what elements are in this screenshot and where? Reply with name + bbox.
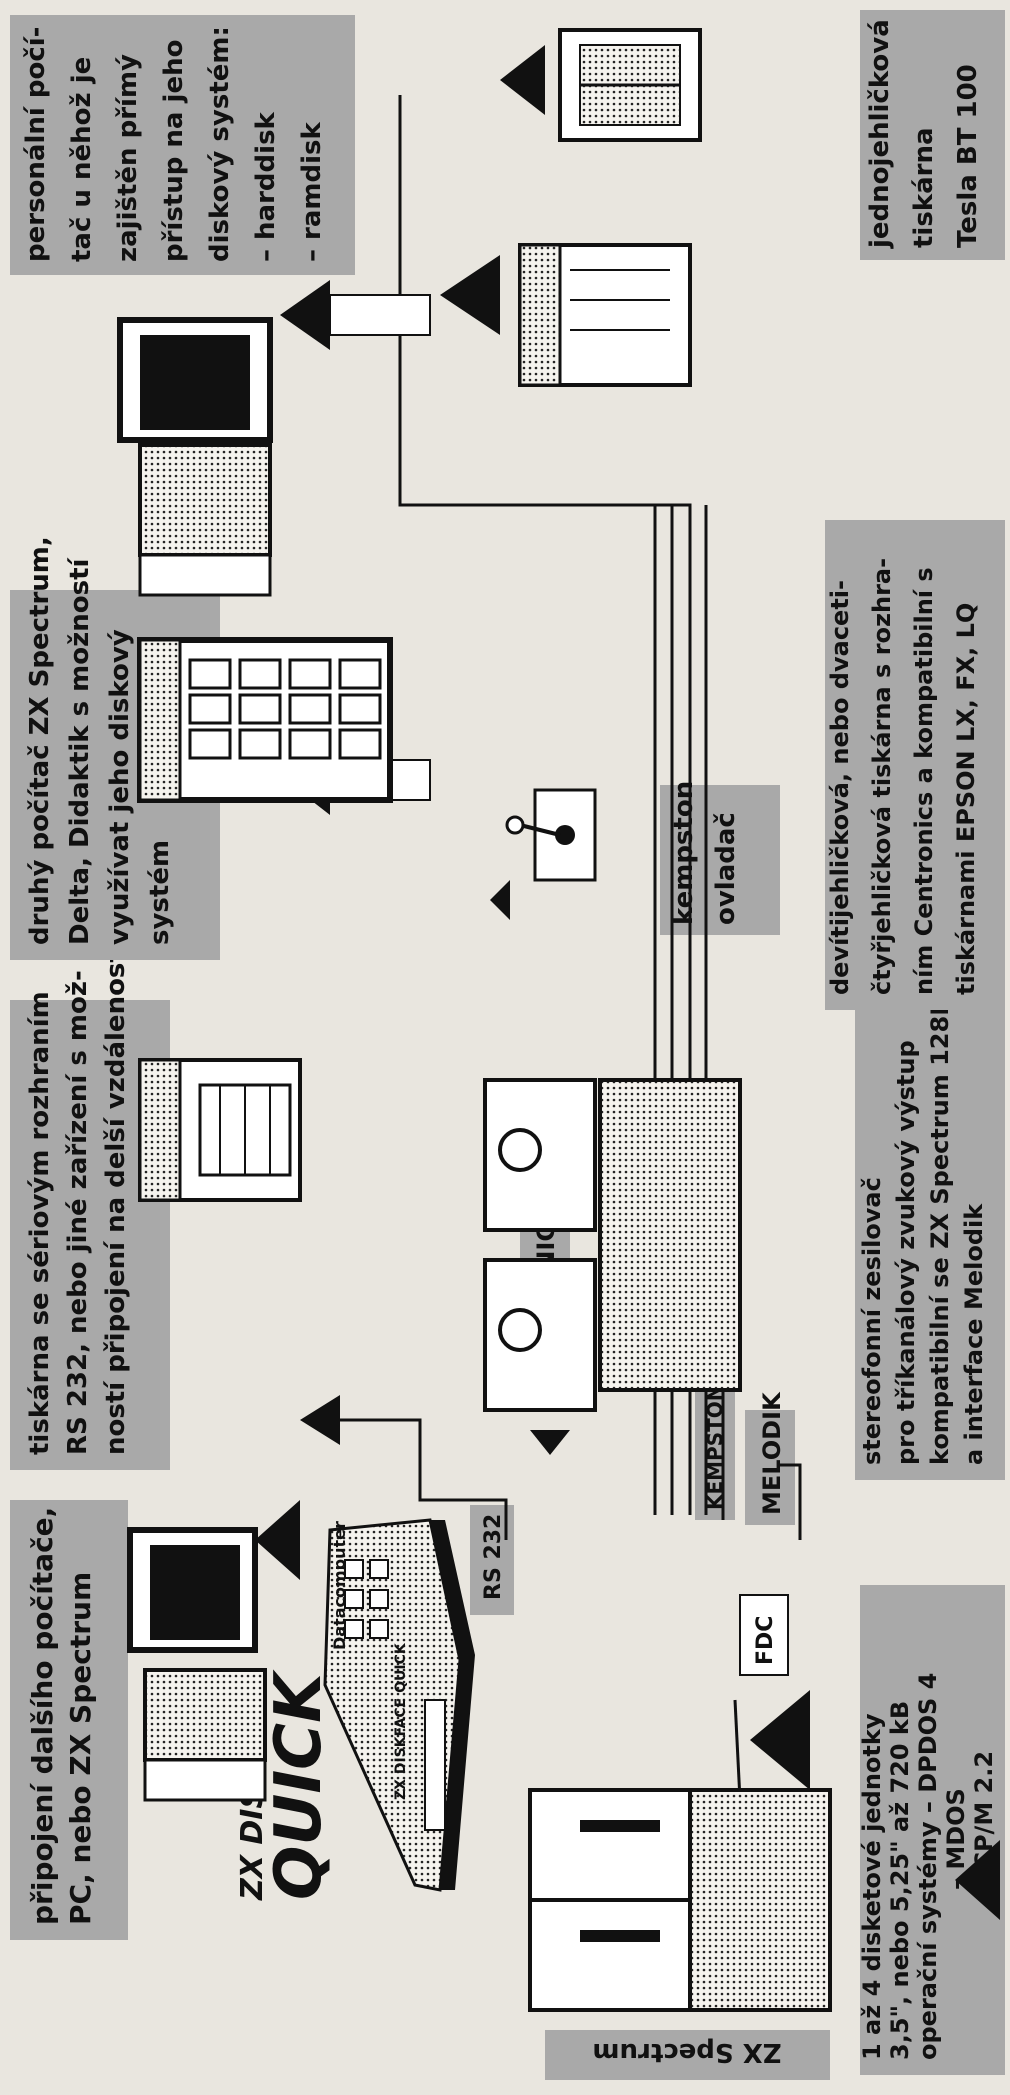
floppy-drives-illustration — [530, 1790, 830, 2010]
personal-pc-line-5: diskový systém: — [205, 26, 235, 262]
kempston-box: kempston ovladač — [660, 772, 780, 935]
pc-illustration — [120, 320, 270, 595]
tesla-printer-illustration — [560, 30, 700, 140]
floppy-line-1: 1 až 4 disketové jednotky — [858, 1713, 886, 2060]
serial-printer-box: tiskárna se sériovým rozhraním RS 232, n… — [10, 941, 170, 1470]
zx-computer-illustration — [140, 640, 390, 800]
floppy-line-3: operační systémy – DPDOS 4 — [914, 1673, 942, 2060]
tesla-line-2: tiskárna — [909, 127, 939, 248]
device-name: ZX DISKFACE QUICK — [393, 1642, 409, 1800]
stereo-box: stereofonní zesilovač pro tříkanálový zv… — [855, 989, 1005, 1480]
personal-pc-line-4: přístup na jeho — [159, 40, 189, 262]
personal-pc-line-3: zajištěn přímý — [113, 54, 143, 262]
dot-printer-box: devítijehličková, nebo dvaceti- čtyřjehl… — [825, 520, 1005, 1010]
zx-spectrum-box: ZX Spectrum — [545, 2030, 830, 2080]
logo-big: QUICK — [262, 1669, 336, 1900]
tesla-line-1: jednojehličková — [865, 19, 895, 249]
fdc-label: FDC — [753, 1616, 778, 1665]
serial-printer-line-2: RS 232, nebo jiné zařízení s mož- — [63, 970, 93, 1455]
floppy-line-2: 3,5", nebo 5,25" až 720 kB — [886, 1701, 914, 2060]
svg-text:tiskárna se sériovým rozhraním: tiskárna se sériovým rozhraním RS 232, n… — [25, 941, 131, 1455]
zx-spectrum-label: ZX Spectrum — [592, 2037, 781, 2067]
kempston-line-2: ovladač — [711, 812, 741, 925]
tesla-line-3: Tesla BT 100 — [953, 64, 983, 248]
dot-printer-line-4: tiskárnami EPSON LX, FX, LQ — [952, 603, 980, 995]
pc-link-line-2: PC, nebo ZX Spectrum — [64, 1572, 97, 1925]
stereo-line-1: stereofonní zesilovač — [858, 1177, 886, 1465]
dot-printer-line-1: devítijehličková, nebo dvaceti- — [826, 580, 854, 995]
stereo-line-4: a interface Melodik — [960, 1203, 988, 1465]
melodik-label: MELODIK — [758, 1391, 786, 1515]
personal-pc-line-7: – ramdisk — [297, 121, 327, 262]
serial-printer-line-3: ností připojení na delší vzdálenosti — [101, 941, 131, 1455]
personal-pc-line-6: – harddisk — [251, 111, 281, 262]
bus-fdc: FDC — [740, 1595, 788, 1675]
serial-printer-illustration — [140, 1060, 300, 1200]
second-zx-line-1: druhý počítač ZX Spectrum, — [25, 536, 55, 945]
stereo-line-3: kompatibilní se ZX Spectrum 128K — [926, 996, 954, 1465]
pc-link-box: připojení dalšího počítače, PC, nebo ZX … — [10, 1497, 128, 1940]
pc-link-line-1: připojení dalšího počítače, — [26, 1507, 59, 1925]
bus-melodik: MELODIK — [745, 1391, 795, 1525]
personal-pc-line-1: personální počí- — [21, 27, 51, 262]
second-zx-line-2: Delta, Didaktik s možností — [65, 556, 95, 945]
dot-printer-illustration — [520, 245, 690, 385]
serial-printer-line-1: tiskárna se sériovým rozhraním — [25, 991, 55, 1455]
personal-pc-line-2: tač u něhož je — [67, 57, 97, 262]
second-zx-line-3: využívat jeho diskový — [105, 629, 135, 945]
dot-printer-line-3: ním Centronics a kompatibilní s — [910, 567, 938, 995]
stereo-line-2: pro tříkanálový zvukový výstup — [892, 1040, 920, 1465]
tesla-box: jednojehličková tiskárna Tesla BT 100 — [860, 10, 1005, 260]
rs232-label: RS 232 — [481, 1514, 506, 1600]
floppy-box: 1 až 4 disketové jednotky 3,5", nebo 5,2… — [858, 1585, 1005, 2075]
dot-printer-line-2: čtyřjehličková tiskárna s rozhra- — [868, 558, 896, 995]
personal-pc-box: personální počí- tač u něhož je zajištěn… — [10, 15, 355, 275]
second-zx-line-4: systém — [145, 840, 175, 945]
